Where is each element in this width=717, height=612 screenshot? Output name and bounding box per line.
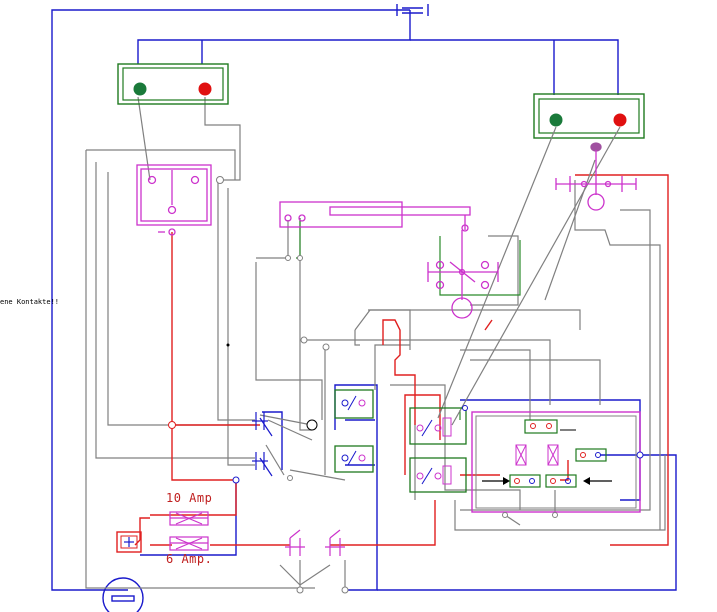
lever-knob-icon: [590, 142, 602, 152]
battery-icon: [396, 4, 429, 16]
lamp-green-right-icon: [549, 113, 563, 127]
fuse-10-amp-label: 10 Amp: [166, 491, 213, 505]
relay-small-upper: [334, 389, 374, 419]
ground-symbol-icon: [102, 577, 144, 612]
relay-switch-mechanism: [427, 230, 499, 319]
lamp-panel-right: [533, 93, 645, 139]
lamp-green-left-icon: [133, 82, 147, 96]
relay-center-upper: [409, 407, 467, 445]
fuse-6-amp-icon: [169, 536, 209, 551]
arrow-right-icon: [482, 477, 510, 485]
switch-contact-upper-icon: [252, 412, 273, 437]
return-wiring: [85, 96, 666, 590]
control-lines: [296, 218, 521, 420]
fuse-10-amp-icon: [169, 511, 209, 526]
contact-switch-a-icon: [285, 529, 305, 556]
relay-main-left: [136, 164, 212, 236]
wire-junctions: [168, 176, 644, 594]
lamp-red-right-icon: [613, 113, 627, 127]
relay-middle-bar: [279, 201, 471, 232]
signal-wiring: [134, 174, 669, 546]
switch-contact-lower-icon: [252, 452, 273, 477]
note-text: ene Kontakte!!: [0, 298, 60, 306]
arrow-left-icon: [583, 477, 612, 485]
lamp-red-left-icon: [198, 82, 212, 96]
relay-small-lower: [334, 445, 374, 473]
supply-wiring: [51, 9, 677, 591]
control-unit: [471, 411, 641, 513]
lever-switch-right: [555, 142, 637, 211]
fuse-holder-icon: [116, 531, 142, 553]
relay-center-lower: [409, 457, 467, 493]
lamp-panel-left: [117, 63, 229, 105]
fuse-6-amp-label: 6 Amp.: [166, 552, 213, 566]
lamp-feed-lines: [437, 126, 621, 426]
contact-switch-b-icon: [325, 529, 345, 556]
